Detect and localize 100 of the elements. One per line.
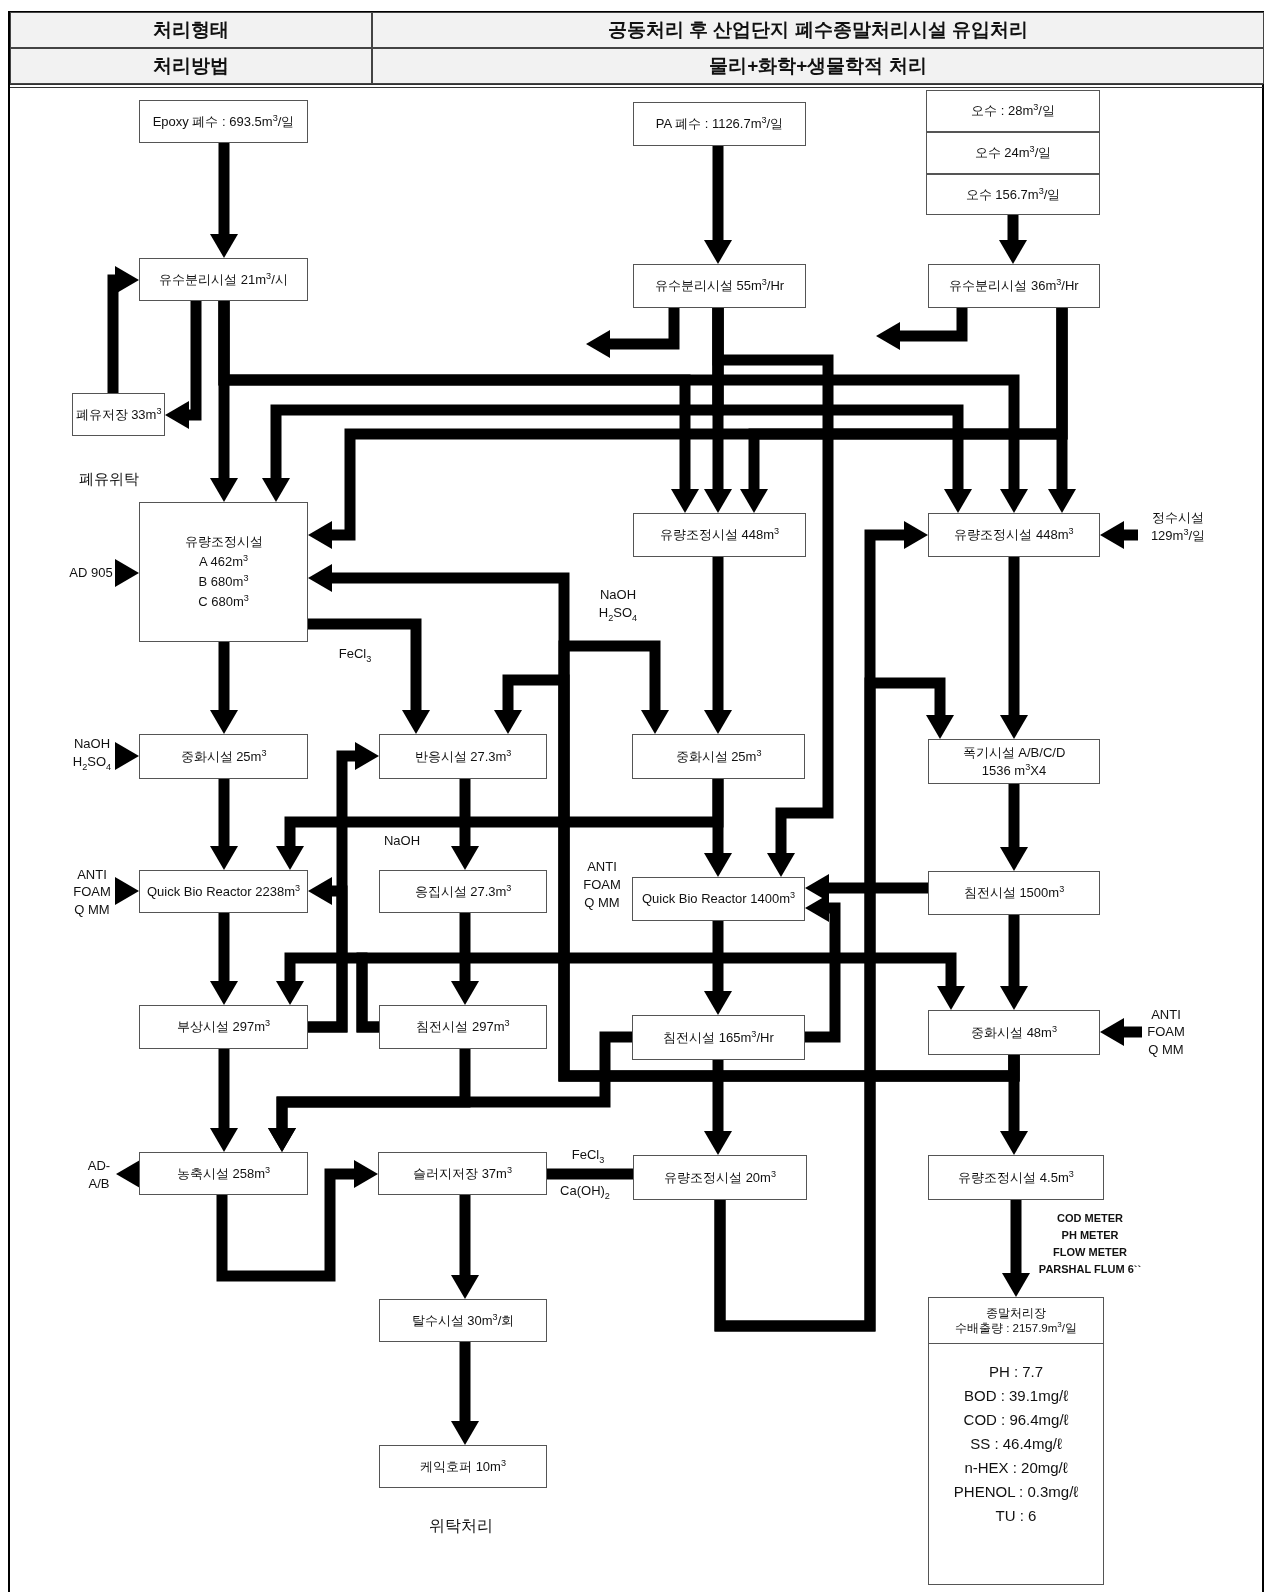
- flow-arrow: [1000, 915, 1028, 1010]
- facility-label: 중화시설 25m$^{3}$: [675, 747, 762, 766]
- chemical-label: FeCl$_{3}$: [337, 645, 373, 664]
- process-box: [139, 100, 308, 143]
- process-box: [139, 502, 308, 642]
- flow-arrow: [210, 143, 238, 258]
- process-box: [926, 174, 1100, 215]
- measurement-text: TU : 6: [995, 1506, 1037, 1526]
- facility-label: 중화시설 25m$^{3}$: [180, 747, 267, 766]
- facility-label: Quick Bio Reactor 1400m$^{3}$: [641, 890, 796, 908]
- facility-label: 수배출량 : 2157.9m$^{3}$/일: [955, 1320, 1077, 1336]
- chemical-label: NaOH H$_{2}$SO$_{4}$: [597, 586, 639, 623]
- process-box: [633, 102, 806, 146]
- facility-label: 유량조정시설 448m$^{3}$: [659, 526, 780, 544]
- facility-label: C 680m$^{3}$: [198, 592, 249, 612]
- flow-arrow: [356, 952, 965, 1033]
- process-box: [632, 877, 805, 921]
- facility-label: Quick Bio Reactor 2238m$^{3}$: [146, 882, 301, 901]
- flow-arrow: [216, 1160, 378, 1282]
- process-box: [139, 1005, 308, 1049]
- facility-label: 침전시설 165m$^{3}$/Hr: [663, 1028, 774, 1047]
- facility-label: 종말처리장: [986, 1305, 1046, 1321]
- facility-label: 오수 156.7m$^{3}$/일: [965, 185, 1061, 204]
- flow-arrow: [999, 215, 1027, 264]
- chemical-label: ANTI FOAM Q MM: [72, 865, 112, 919]
- process-box: [633, 1155, 807, 1200]
- facility-label: 부상시설 297m$^{3}$: [176, 1018, 271, 1036]
- process-box: [928, 1010, 1100, 1055]
- process-box: [378, 1152, 547, 1195]
- process-box: [928, 739, 1100, 784]
- process-box: [139, 870, 308, 913]
- flow-arrow: [712, 308, 834, 877]
- process-box: [379, 1445, 547, 1488]
- chemical-label: AD 905: [69, 564, 113, 582]
- connector-bar: [547, 1168, 633, 1180]
- flow-arrow: [1000, 784, 1028, 871]
- measurement-text: n-HEX : 20mg/ℓ: [964, 1458, 1068, 1478]
- facility-label: 폐유저장 33m$^{3}$: [75, 405, 162, 424]
- chemical-label: 정수시설 129m$^{3}$/일: [1149, 509, 1207, 545]
- process-box: [139, 258, 308, 301]
- chemical-label: ANTI FOAM Q MM: [582, 858, 622, 913]
- flow-arrow: [586, 308, 680, 358]
- facility-label: 탈수시설 30m$^{3}$/회: [411, 1311, 515, 1330]
- instrument-label: PH METER: [1060, 1228, 1120, 1243]
- process-box: [633, 264, 806, 308]
- process-box: [633, 513, 806, 557]
- flow-arrow: [107, 266, 139, 393]
- process-box: [139, 734, 308, 779]
- flow-arrow: [308, 618, 430, 734]
- table-cell: 공동처리 후 산업단지 폐수종말처리시설 유입처리: [372, 12, 1264, 48]
- facility-label: 오수 : 28m$^{3}$/일: [971, 102, 1055, 120]
- flow-arrow: [308, 742, 379, 1033]
- process-box: [928, 1297, 1104, 1585]
- flow-arrow: [451, 1342, 479, 1445]
- facility-label: 케익호퍼 10m$^{3}$: [420, 1457, 506, 1476]
- table-cell: 처리형태: [10, 12, 372, 48]
- flow-arrow: [115, 877, 139, 905]
- flow-arrow: [210, 913, 238, 1005]
- flow-arrow: [1002, 1200, 1030, 1297]
- instrument-label: COD METER: [1056, 1211, 1124, 1226]
- instrument-label: FLOW METER: [1052, 1245, 1128, 1260]
- facility-label: 1536 m$^{3}$X4: [981, 761, 1047, 780]
- facility-label: Epoxy 폐수 : 693.5m$^{3}$/일: [152, 112, 295, 131]
- flow-arrow: [1100, 521, 1138, 549]
- flow-arrow: [451, 913, 479, 1005]
- flow-arrow: [704, 1060, 732, 1155]
- flow-arrow: [165, 301, 202, 429]
- facility-label: 중화시설 48m$^{3}$: [971, 1023, 1057, 1042]
- facility-label: 슬러지저장 37m$^{3}$: [413, 1164, 512, 1183]
- chemical-label: ANTI FOAM Q MM: [1146, 1005, 1186, 1059]
- facility-label: 유량조정시설 20m$^{3}$: [664, 1168, 776, 1187]
- chemical-label: FeCl$_{3}$: [570, 1146, 606, 1165]
- process-box: [928, 1155, 1104, 1200]
- flow-arrow: [1000, 557, 1028, 739]
- flow-arrow: [268, 1031, 632, 1152]
- flow-arrow: [218, 301, 1028, 513]
- facility-label: 유수분리시설 36m$^{3}$/Hr: [949, 277, 1079, 295]
- facility-label: A 462m$^{3}$: [198, 551, 249, 571]
- chemical-label: NaOH: [382, 832, 422, 850]
- process-box: [926, 90, 1100, 132]
- flow-arrow: [210, 779, 238, 870]
- facility-label: 폭기시설 A/B/C/D: [962, 743, 1066, 762]
- process-box: [379, 1005, 547, 1049]
- flow-arrow: [1100, 1018, 1142, 1046]
- process-box: [72, 393, 165, 436]
- process-box: [379, 734, 547, 779]
- flow-arrow: [210, 1049, 238, 1152]
- process-box: [928, 871, 1100, 915]
- facility-label: 반응시설 27.3m$^{3}$: [414, 747, 512, 766]
- facility-label: 유량조정시설 448m$^{3}$: [954, 526, 1074, 544]
- instrument-label: PARSHAL FLUM 6``: [1037, 1262, 1143, 1277]
- facility-label: 유수분리시설 55m$^{3}$/Hr: [654, 277, 785, 295]
- process-box: [379, 1299, 547, 1342]
- facility-label: 오수 24m$^{3}$/일: [974, 144, 1052, 162]
- process-box: [928, 513, 1100, 557]
- flow-arrow: [115, 742, 139, 770]
- flow-arrow: [714, 677, 954, 1332]
- measurement-text: PH : 7.7: [988, 1362, 1044, 1382]
- chemical-label: AD- A/B: [86, 1157, 112, 1193]
- measurement-text: PHENOL : 0.3mg/ℓ: [953, 1482, 1079, 1502]
